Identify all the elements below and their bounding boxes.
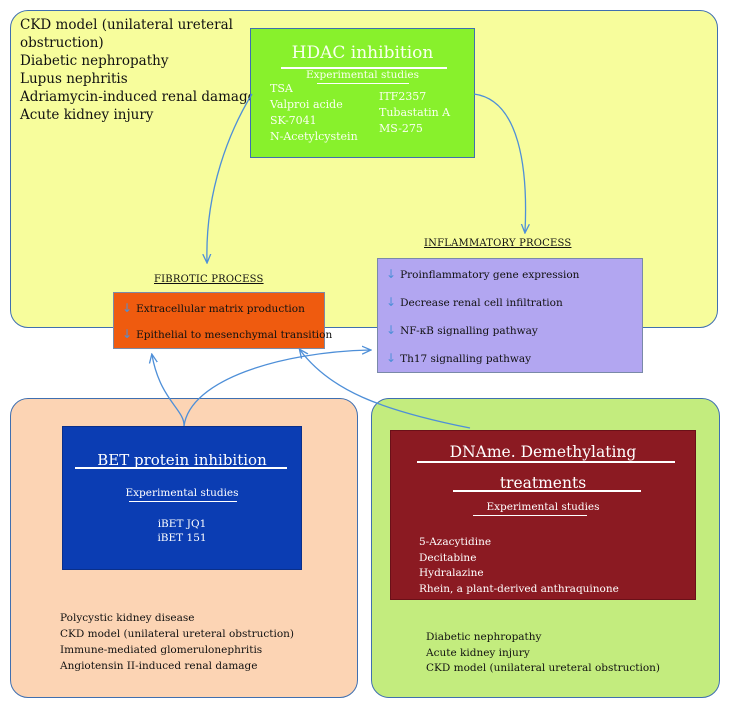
inflammatory-item: ↓NF-κB signalling pathway (386, 323, 538, 337)
dna-title-underline (417, 461, 675, 463)
down-arrow-icon: ↓ (386, 323, 397, 337)
inflammatory-item: ↓Proinflammatory gene expression (386, 267, 580, 281)
drug-item: iBET 151 (157, 532, 207, 544)
dna-demethylating-box: DNAme. Demethylating treatments Experime… (390, 430, 696, 600)
condition-item: Adriamycin-induced renal damage (20, 89, 256, 105)
fibrotic-process-box: ↓Extracellular matrix production ↓Epithe… (113, 292, 332, 349)
condition-item: CKD model (unilateral ureteral obstructi… (426, 662, 661, 674)
condition-item: CKD model (unilateral ureteral obstructi… (20, 17, 233, 51)
drug-item: Decitabine (419, 551, 477, 564)
hdac-inhibition-box: HDAC inhibition Experimental studies TSA… (250, 28, 475, 158)
down-arrow-icon: ↓ (386, 295, 397, 309)
down-arrow-icon: ↓ (386, 351, 397, 365)
condition-item: Angiotensin II-induced renal damage (60, 660, 258, 672)
drug-item: 5-Azacytidine (419, 536, 492, 548)
drug-item: N-Acetylcystein (270, 130, 358, 143)
condition-item: Acute kidney injury (20, 107, 154, 123)
hdac-conditions-list: CKD model (unilateral ureteral obstructi… (20, 16, 260, 124)
dna-subtitle: Experimental studies (486, 501, 600, 513)
condition-item: Acute kidney injury (426, 646, 530, 659)
hdac-title: HDAC inhibition (291, 43, 434, 63)
bet-to-inflammatory-arrow (183, 350, 370, 427)
drug-item: Hydralazine (419, 567, 484, 579)
condition-item: Diabetic nephropathy (20, 53, 169, 69)
down-arrow-icon: ↓ (386, 267, 397, 281)
hdac-drugs-right: ITF2357 Tubastatin A MS-275 (379, 89, 450, 137)
inflammatory-item: ↓Th17 signalling pathway (386, 351, 532, 365)
condition-item: Immune-mediated glomerulonephritis (60, 644, 263, 656)
drug-item: iBET JQ1 (157, 518, 207, 530)
inflammatory-item: ↓Decrease renal cell infiltration (386, 295, 563, 309)
hdac-subtitle: Experimental studies (305, 69, 420, 81)
inflammatory-process-heading: INFLAMMATORY PROCESS (424, 238, 572, 249)
bet-title: BET protein inhibition (97, 451, 267, 469)
drug-item: MS-275 (379, 122, 423, 135)
drug-item: SK-7041 (270, 114, 317, 127)
dna-drugs-list: 5-Azacytidine Decitabine Hydralazine Rhe… (419, 535, 619, 597)
drug-item: ITF2357 (379, 90, 427, 103)
fibrotic-item: ↓Epithelial to mesenchymal transition (122, 327, 333, 341)
condition-item: Polycystic kidney disease (60, 612, 195, 624)
dna-title-line2: treatments (499, 474, 587, 492)
dna-subtitle-underline (473, 515, 587, 516)
hdac-to-fibrotic-arrow (207, 93, 253, 262)
bet-subtitle-underline (129, 501, 237, 502)
drug-item: TSA (270, 82, 293, 95)
dna-title-line1: DNAme. Demethylating (449, 443, 637, 461)
condition-item: CKD model (unilateral ureteral obstructi… (60, 628, 295, 640)
down-arrow-icon: ↓ (122, 301, 133, 315)
hdac-to-inflammatory-arrow (473, 93, 526, 232)
dna-title2-underline (453, 490, 641, 492)
drug-item: Tubastatin A (379, 106, 451, 119)
hdac-drugs-left: TSA Valproi acide SK-7041 N-Acetylcystei… (270, 81, 358, 145)
bet-inhibition-box: BET protein inhibition Experimental stud… (62, 426, 302, 570)
drug-item: Valproi acide (270, 98, 343, 111)
hdac-title-underline (281, 67, 447, 69)
bet-subtitle: Experimental studies (125, 487, 239, 499)
bet-to-fibrotic-arrow (152, 355, 185, 427)
condition-item: Diabetic nephropathy (426, 631, 542, 643)
dna-conditions-list: Diabetic nephropathy Acute kidney injury… (426, 630, 660, 677)
fibrotic-item: ↓Extracellular matrix production (122, 301, 305, 315)
bet-drugs-list: iBET JQ1 iBET 151 (63, 517, 301, 545)
drug-item: Rhein, a plant-derived anthraquinone (419, 582, 619, 595)
bet-title-underline (75, 467, 287, 469)
bet-conditions-list: Polycystic kidney disease CKD model (uni… (60, 610, 294, 674)
inflammatory-process-box: ↓Proinflammatory gene expression ↓Decrea… (377, 258, 643, 373)
condition-item: Lupus nephritis (20, 71, 128, 87)
down-arrow-icon: ↓ (122, 327, 133, 341)
hdac-subtitle-underline (317, 83, 409, 84)
dna-to-fibrotic-arrow (300, 350, 471, 429)
fibrotic-process-heading: FIBROTIC PROCESS (154, 274, 264, 285)
